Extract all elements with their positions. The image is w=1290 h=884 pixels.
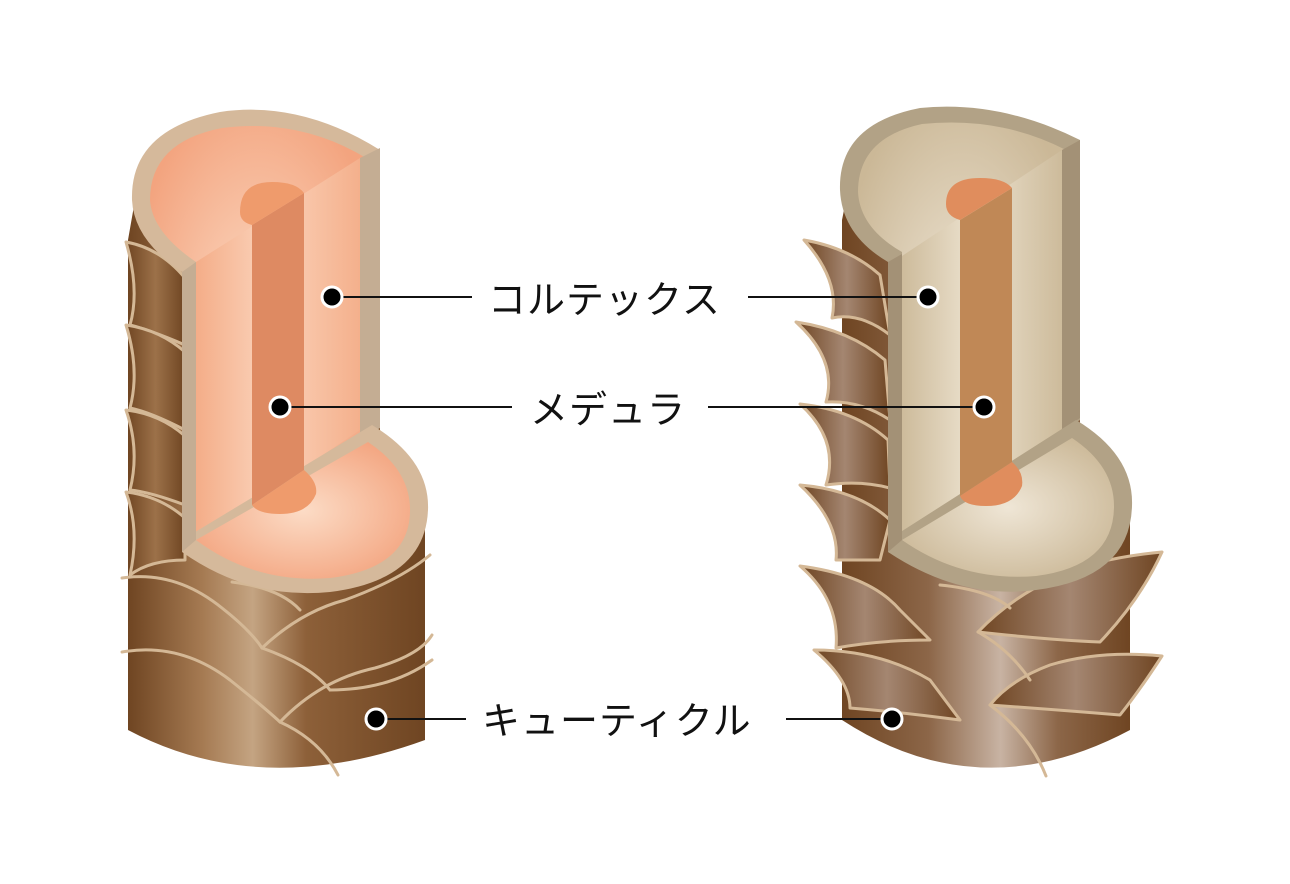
medulla-label: メデュラ [530,388,687,432]
healthy-hair [120,109,434,777]
damaged-hair [794,106,1164,778]
marker-dots [268,285,996,731]
cuticle-label: キューティクル [482,699,752,743]
damaged-medulla [960,188,1012,496]
healthy-cortex-dot [320,285,344,309]
leaders [280,296,984,720]
damaged-cuticle-dot [880,707,904,731]
healthy-medulla-dot [268,395,292,419]
cortex-label: コルテックス [488,278,721,322]
healthy-cuticle-dot [364,707,388,731]
healthy-scale-lines [120,553,434,777]
damaged-scale-lines [938,583,1048,778]
damaged-medulla-dot [972,395,996,419]
damaged-cuticle-scales [794,238,962,722]
damaged-cortex-dot [916,285,940,309]
healthy-cuticle-scales [124,240,187,577]
healthy-medulla [252,193,304,505]
